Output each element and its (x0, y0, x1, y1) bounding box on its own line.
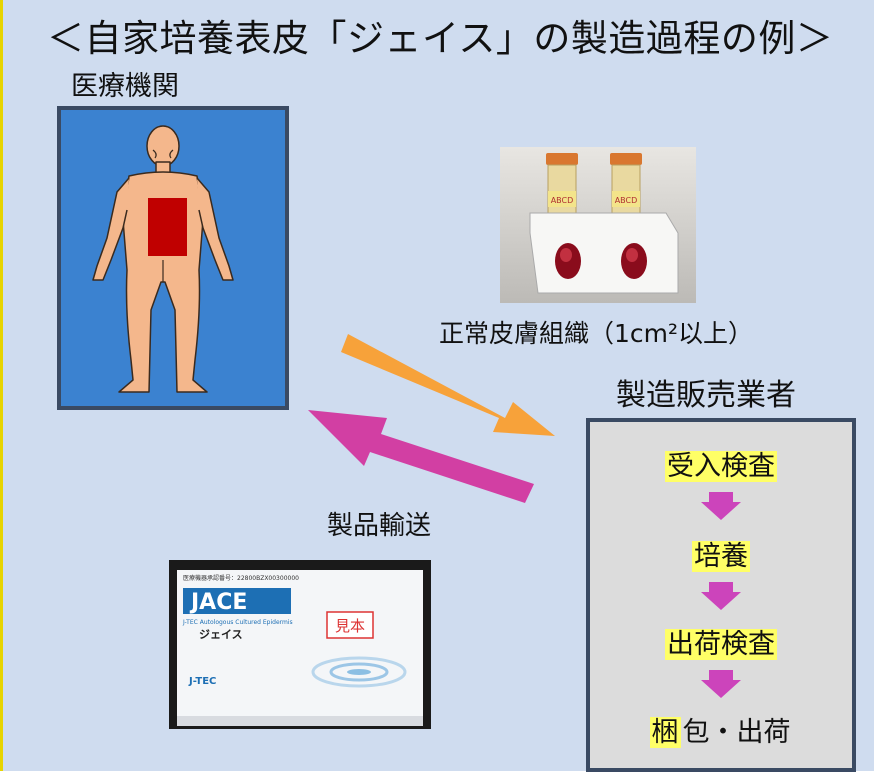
step-culture: 培養 (692, 541, 750, 572)
flow-arrows (308, 334, 555, 503)
hospital-panel (57, 106, 289, 410)
tissue-vials-photo: ABCD ABCD (500, 147, 696, 303)
orange-arrow (341, 334, 555, 436)
svg-text:ABCD: ABCD (615, 196, 638, 205)
diagram-title: ＜自家培養表皮「ジェイス」の製造過程の例＞ (47, 17, 834, 60)
harvest-site (148, 198, 187, 256)
svg-text:J-TEC Autologous Cultured Epid: J-TEC Autologous Cultured Epidermis (182, 619, 293, 626)
magenta-arrow (308, 410, 534, 503)
human-body-figure (92, 125, 234, 393)
svg-text:医療機器承認番号：22800BZX00300000: 医療機器承認番号：22800BZX00300000 (183, 574, 299, 582)
jace-package-photo: 医療機器承認番号：22800BZX00300000 JACE J-TEC Aut… (169, 560, 431, 729)
svg-text:ジェイス: ジェイス (199, 628, 243, 641)
step-packing-shipping: 梱包・出荷 (649, 717, 791, 748)
manufacturing-process-panel: 受入検査 培養 出荷検査 梱包・出荷 (586, 418, 856, 772)
down-arrow-icon (701, 582, 741, 610)
down-arrow-icon (701, 670, 741, 698)
svg-text:J-TEC: J-TEC (188, 676, 216, 687)
svg-text:見本: 見本 (335, 617, 365, 635)
down-arrow-icon (701, 492, 741, 520)
hospital-label: 医療機関 (71, 71, 179, 102)
skin-tissue-label: 正常皮膚組織（1cm²以上） (439, 319, 754, 348)
svg-text:ABCD: ABCD (551, 196, 574, 205)
step-shipping-inspection: 出荷検査 (665, 629, 777, 660)
step-receiving-inspection: 受入検査 (665, 451, 777, 482)
manufacturer-label: 製造販売業者 (616, 378, 796, 413)
svg-text:JACE: JACE (189, 590, 247, 615)
transport-label: 製品輸送 (327, 511, 432, 541)
